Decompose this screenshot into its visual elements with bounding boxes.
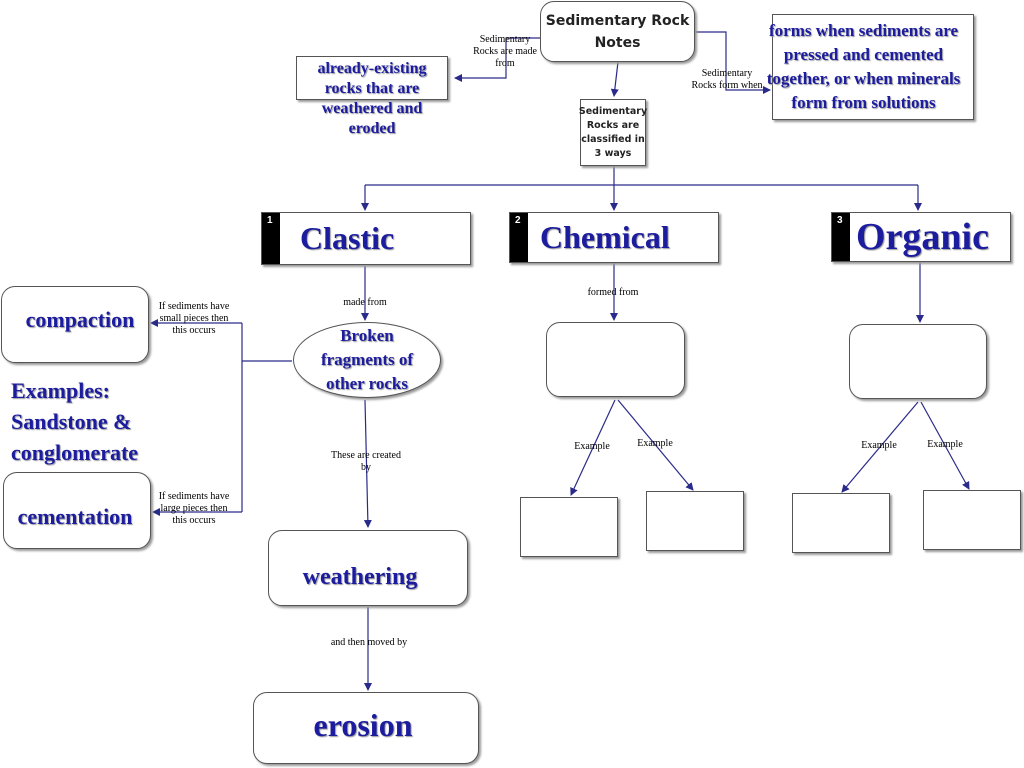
category-number: 2 (510, 213, 528, 262)
made-from-link-label: made from (343, 297, 387, 308)
root-title-line1: Sedimentary Rock (545, 12, 690, 29)
fragments-node: Broken fragments of other rocks (293, 322, 441, 398)
erosion-node: erosion (253, 692, 479, 764)
made-from-label: Sedimentary Rocks are made from (473, 34, 537, 69)
category-number: 3 (832, 213, 850, 261)
examples-text: Examples: Sandstone & conglomerate (11, 378, 139, 465)
weathering-node: weathering (268, 530, 468, 606)
organic-example-label-2: Example (927, 439, 963, 450)
made-from-answer: already-existing rocks that are weathere… (296, 56, 448, 137)
category-organic: 3 Organic (831, 212, 1011, 262)
category-number: 1 (262, 213, 280, 264)
cementation-node: cementation (3, 472, 151, 549)
category-title: Organic (856, 216, 989, 258)
form-when-answer: forms when sediments are pressed and cem… (767, 14, 974, 120)
chemical-example-box-1 (520, 497, 618, 557)
large-pieces-label: If sediments have large pieces then this… (158, 491, 230, 526)
chemical-example-label-2: Example (637, 438, 673, 449)
category-clastic: 1 Clastic (261, 212, 471, 265)
organic-example-label-1: Example (861, 440, 897, 451)
root-node: Sedimentary Rock Notes (540, 1, 695, 62)
created-by-label: These are created by (331, 450, 401, 473)
moved-by-label: and then moved by (330, 637, 408, 648)
classified-node: Sedimentary Rocks are classified in 3 wa… (579, 99, 647, 166)
chemical-example-box-2 (646, 491, 744, 551)
organic-example-box-1 (792, 493, 890, 553)
organic-example-box-2 (923, 490, 1021, 550)
organic-box (849, 324, 987, 399)
form-when-label: Sedimentary Rocks form when (691, 68, 763, 91)
formed-from-label: formed from (587, 287, 639, 298)
small-pieces-label: If sediments have small pieces then this… (158, 301, 230, 336)
chemical-example-label-1: Example (574, 441, 610, 452)
root-title-line2: Notes (594, 34, 641, 51)
category-title: Chemical (540, 219, 670, 255)
chemical-formed-from-box (546, 322, 685, 397)
compaction-node: compaction (1, 286, 149, 363)
category-title: Clastic (300, 220, 395, 256)
category-chemical: 2 Chemical (509, 212, 719, 263)
